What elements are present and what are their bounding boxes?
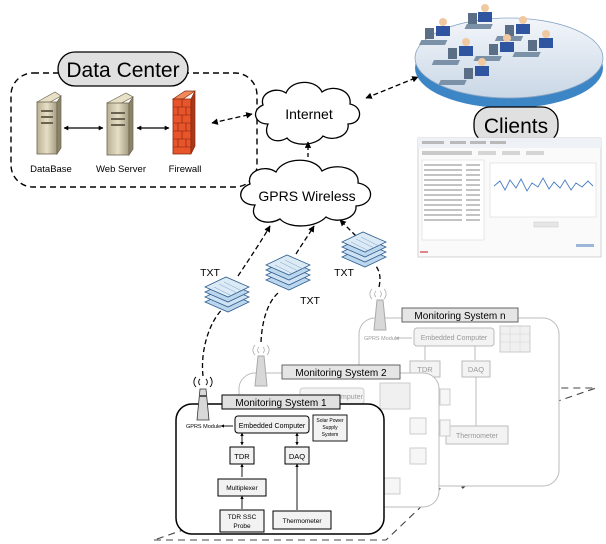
clients-title: Clients — [484, 115, 548, 138]
document-stack-icon — [204, 276, 250, 313]
system-1-solar-box — [312, 414, 348, 442]
system-n-daq-label: DAQ — [468, 365, 484, 374]
system-2-bottom-box — [383, 477, 401, 495]
system-n-uplink — [375, 265, 381, 288]
firewall-icon — [171, 90, 197, 155]
system-n-side-box-1 — [439, 388, 451, 406]
system-1-solar-label-2: Supply — [322, 425, 338, 431]
system-n-tdr-label: TDR — [417, 365, 433, 374]
system-n-embedded-box — [413, 327, 495, 347]
monitoring-system-1: Monitoring System 1 GPRS Module Embedded… — [175, 376, 385, 535]
system-n-gprs-label: GPRS Module — [364, 336, 399, 342]
system-1-solar-label-1: Solar Power — [316, 418, 344, 424]
system-1-probe-box — [219, 509, 265, 533]
clients-platform — [414, 17, 604, 99]
system-1-title-box — [221, 394, 341, 410]
txt-label-1: TXT — [200, 267, 220, 279]
database-label: DataBase — [30, 164, 72, 175]
system-n-stack-uplink — [339, 219, 357, 237]
system-2-uplink — [260, 292, 279, 343]
system-2-side-box-2 — [409, 447, 427, 465]
data-center-title-box — [57, 51, 189, 87]
system-1-uplink — [201, 305, 227, 377]
gprs-wireless-label: GPRS Wireless — [258, 188, 355, 204]
system-2-embedded-label: omputer — [337, 394, 363, 401]
system-1-probe-label-1: TDR SSC — [228, 514, 257, 521]
system-1-embedded-label: Embedded Computer — [239, 423, 306, 430]
system-n-embedded-label: Embedded Computer — [421, 335, 488, 342]
system-2-side-box-1 — [409, 417, 427, 435]
system-1-multiplexer-label: Multiplexer — [226, 485, 258, 492]
system-1-thermometer-label: Thermometer — [282, 518, 322, 525]
system-1-daq-label: DAQ — [289, 452, 305, 461]
system-n-solar-box — [499, 325, 531, 353]
gprs-wireless-cloud: GPRS Wireless — [240, 159, 372, 227]
web-server-label: Web Server — [96, 164, 146, 175]
data-center-group: Data Center DataBase Web Server — [10, 51, 258, 188]
system-1-solar-label-3: System — [322, 432, 339, 438]
txt-stack-2: TXT — [265, 254, 320, 307]
system-1-gprs-label: GPRS Module — [186, 424, 221, 430]
system-2-title: Monitoring System 2 — [295, 368, 387, 379]
system-n-title-box — [401, 307, 519, 323]
data-center-title: Data Center — [66, 59, 179, 82]
system-2-solar-box — [379, 382, 411, 410]
system-1-title: Monitoring System 1 — [235, 398, 327, 409]
txt-label-2: TXT — [300, 295, 320, 307]
document-stack-icon — [265, 254, 311, 291]
database-server-icon — [36, 91, 62, 156]
system-2-stack-uplink — [295, 225, 315, 255]
txt-label-3: TXT — [334, 267, 354, 279]
system-n-thermometer-label: Thermometer — [456, 433, 499, 440]
system-2-antenna-icon — [252, 344, 270, 387]
system-1-stack-uplink — [237, 225, 271, 277]
system-1-embedded-box — [234, 415, 310, 434]
system-1-thermometer-box — [272, 510, 332, 530]
internet-cloud: Internet — [254, 81, 361, 145]
clients-group: Clients — [414, 4, 604, 258]
system-1-probe-label-2: Probe — [233, 523, 251, 530]
internet-clients-link — [365, 76, 419, 99]
system-1-antenna-icon — [193, 376, 213, 421]
txt-stack-1: TXT — [200, 267, 250, 313]
system-n-side-box-2 — [439, 419, 451, 437]
client-software-screenshot — [417, 137, 602, 258]
system-2-title-box — [281, 364, 401, 380]
firewall-internet-link — [211, 112, 253, 125]
system-n-title: Monitoring System n — [414, 311, 505, 322]
system-1-tdr-label: TDR — [234, 452, 250, 461]
client-workstation-icons — [419, 4, 553, 85]
firewall-label: Firewall — [169, 164, 202, 175]
system-n-antenna-icon — [369, 288, 387, 331]
internet-label: Internet — [285, 106, 333, 122]
document-stack-icon — [341, 231, 387, 268]
web-server-icon — [106, 92, 134, 157]
txt-stack-3: TXT — [334, 231, 387, 279]
